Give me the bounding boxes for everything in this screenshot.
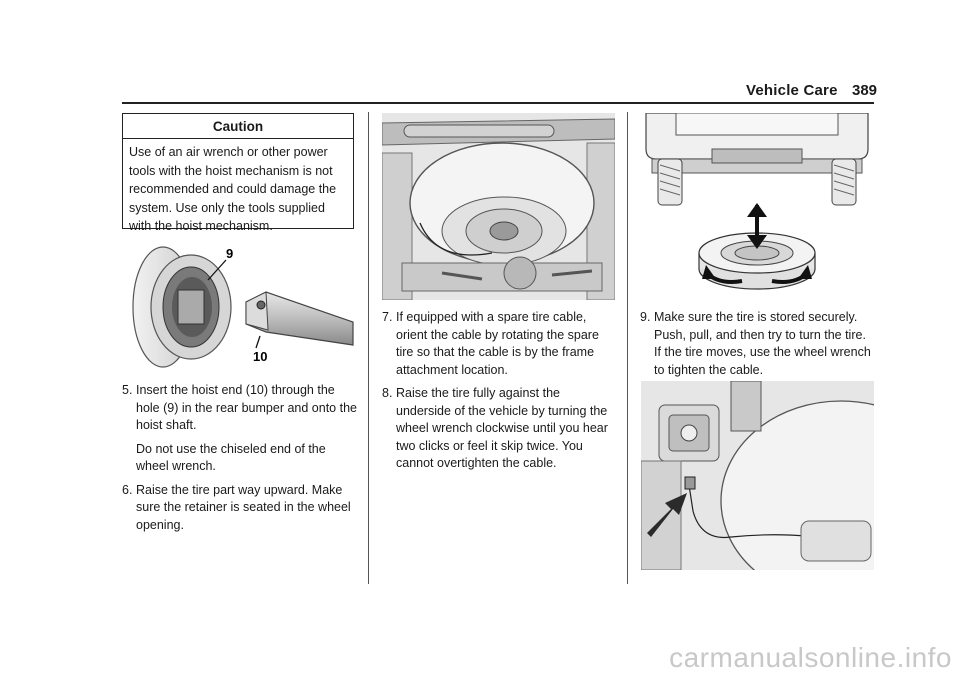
figure-cable-attachment: [641, 381, 874, 570]
header-rule: [122, 102, 874, 104]
step-number: 7.: [382, 310, 393, 324]
section-title: Vehicle Care: [746, 82, 838, 99]
column-divider-1: [368, 112, 369, 584]
step-number: 9.: [640, 310, 651, 324]
tire-stored-illustration: [645, 113, 869, 290]
step-9: 9. Make sure the tire is stored securely…: [640, 309, 876, 379]
step-text: If equipped with a spare tire cable, ori…: [396, 310, 599, 377]
step-5-note: Do not use the chiseled end of the wheel…: [136, 441, 326, 474]
step-text: Raise the tire part way upward. Make sur…: [136, 482, 351, 532]
callout-9: 9: [226, 246, 233, 261]
caution-text: Use of an air wrench or other power tool…: [129, 145, 337, 233]
step-number: 6.: [122, 482, 133, 497]
column-2-steps: 7. If equipped with a spare tire cable, …: [382, 309, 618, 473]
step-5: 5. Insert the hoist end (10) through the…: [122, 382, 358, 435]
caution-box: Caution Use of an air wrench or other po…: [122, 113, 354, 233]
underbody-spare-illustration: [382, 113, 615, 300]
step-number: 5.: [122, 383, 133, 397]
step-7: 7. If equipped with a spare tire cable, …: [382, 309, 618, 379]
figure-underbody-spare: [382, 113, 615, 300]
bumper-hoist-illustration: 9 10: [132, 246, 354, 368]
figure-bumper-hoist: 9 10: [128, 240, 358, 370]
step-text: Make sure the tire is stored securely. P…: [654, 310, 871, 377]
watermark: carmanualsonline.info: [669, 642, 952, 673]
step-text: Raise the tire fully against the undersi…: [396, 386, 608, 470]
figure-tire-stored: [640, 113, 874, 301]
column-1-steps: 5. Insert the hoist end (10) through the…: [122, 382, 358, 534]
step-6: 6. Raise the tire part way upward. Make …: [122, 482, 358, 535]
column-divider-2: [627, 112, 628, 584]
cable-attachment-illustration: [641, 381, 874, 570]
callout-10: 10: [253, 349, 267, 364]
caution-title: Caution: [123, 114, 353, 139]
step-8: 8. Raise the tire fully against the unde…: [382, 385, 618, 473]
page-number: 389: [852, 82, 878, 99]
column-3-steps: 9. Make sure the tire is stored securely…: [640, 309, 876, 379]
step-number: 8.: [382, 386, 393, 400]
step-text: Insert the hoist end (10) through the ho…: [136, 383, 357, 432]
